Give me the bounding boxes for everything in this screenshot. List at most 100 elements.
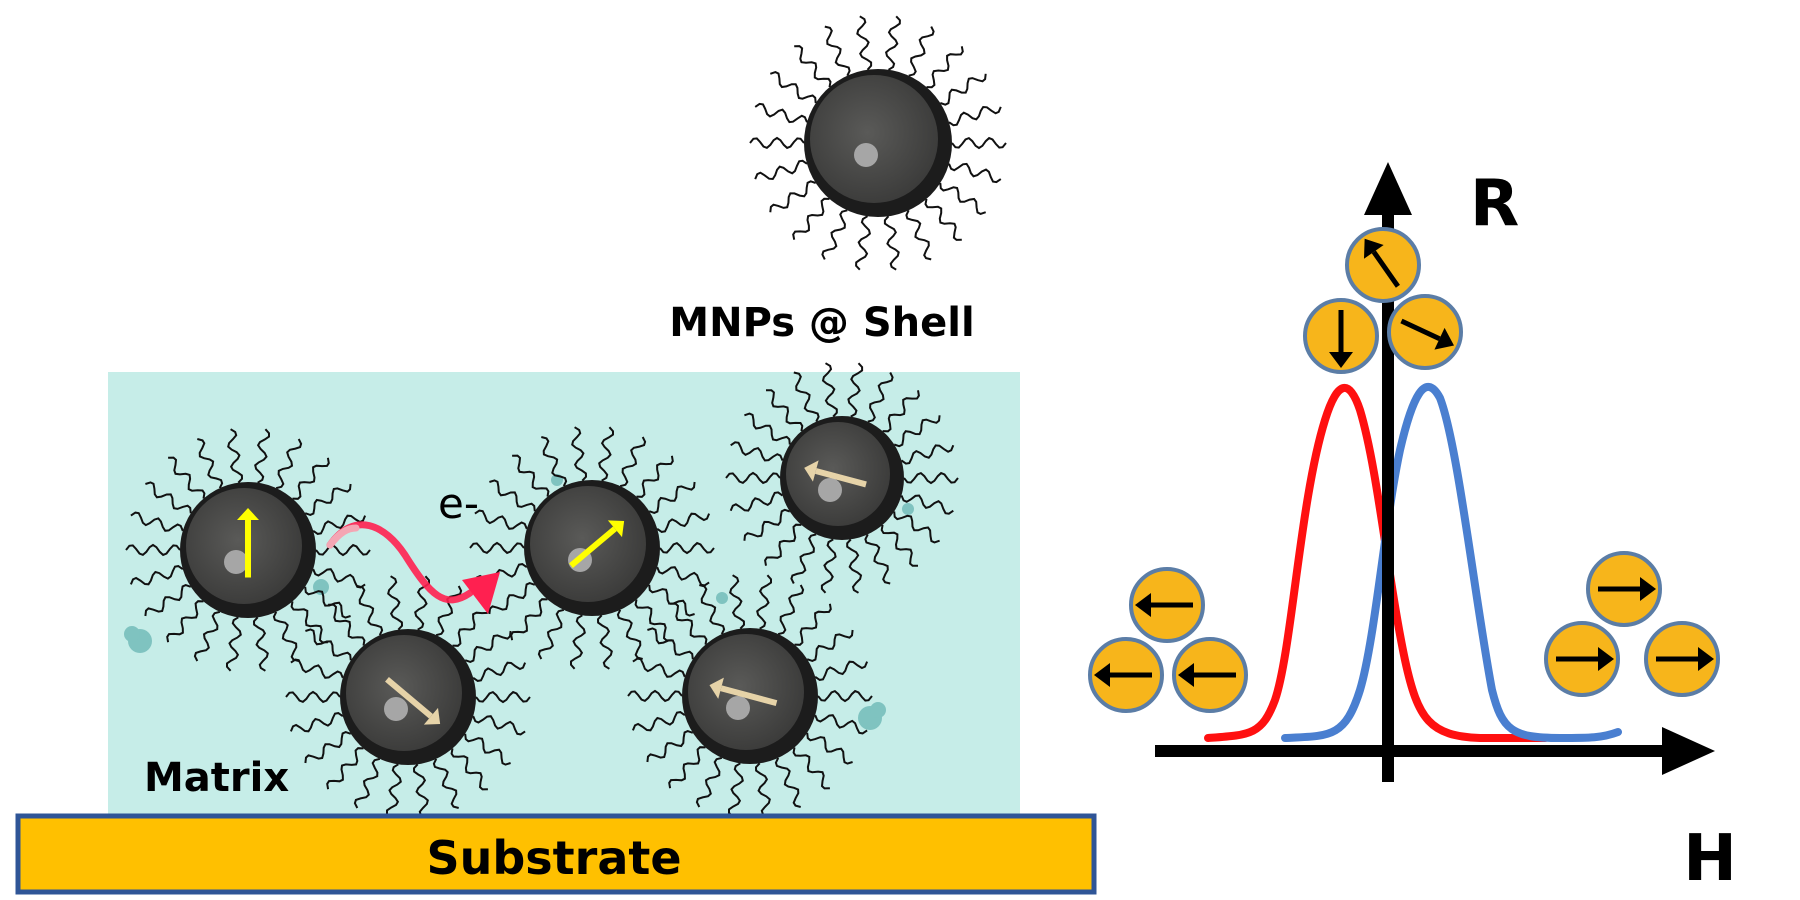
ligand-chain bbox=[450, 748, 488, 791]
ligand-chain bbox=[730, 441, 784, 462]
spin-disc-right-top bbox=[1586, 551, 1662, 627]
ligand-chain bbox=[777, 584, 805, 636]
ligand-chain bbox=[893, 511, 940, 544]
ligand-chain bbox=[729, 574, 746, 630]
ligand-chain bbox=[656, 512, 711, 533]
ligand-chain bbox=[475, 690, 531, 704]
matrix-label: Matrix bbox=[144, 755, 289, 801]
ligand-chain bbox=[754, 762, 771, 818]
ligand-chain bbox=[464, 733, 511, 766]
ligand-chain bbox=[616, 609, 643, 660]
spin-disc-peak-right bbox=[1387, 294, 1463, 370]
ligand-chain bbox=[435, 585, 463, 637]
ligand-chain bbox=[926, 46, 964, 89]
ligand-chain bbox=[145, 481, 192, 514]
ligand-chain bbox=[821, 362, 838, 418]
ligand-chain bbox=[305, 628, 352, 661]
ligand-chain bbox=[432, 758, 459, 809]
ligand-chain bbox=[790, 533, 817, 584]
ligand-chain bbox=[806, 732, 853, 765]
ligand-chain bbox=[939, 73, 987, 106]
ligand-chain bbox=[792, 197, 830, 240]
ligand-chain bbox=[452, 604, 490, 647]
ligand-chain bbox=[510, 598, 548, 641]
ligand-chain bbox=[168, 456, 206, 499]
spin-state-discs bbox=[1088, 227, 1720, 713]
electron-label: e- bbox=[438, 479, 479, 528]
ligand-chain bbox=[272, 611, 299, 662]
ligand-chain bbox=[856, 15, 873, 71]
blue-curve bbox=[1281, 383, 1622, 743]
ligand-chain bbox=[814, 714, 868, 735]
ligand-chain bbox=[387, 575, 404, 631]
ligand-chain bbox=[883, 215, 900, 271]
ligand-chain bbox=[769, 180, 817, 213]
ligand-chain bbox=[867, 372, 894, 423]
red-curve bbox=[1204, 384, 1549, 742]
core-shell-nanoparticle-left bbox=[627, 574, 873, 818]
ligand-chain bbox=[824, 25, 851, 77]
ligand-chain bbox=[794, 45, 832, 88]
ligand-chain bbox=[541, 436, 568, 487]
ligand-chain bbox=[289, 712, 344, 733]
ligand-chain bbox=[900, 444, 955, 465]
ligand-chain bbox=[725, 471, 781, 485]
ligand-chain bbox=[793, 371, 820, 423]
ligand-chain bbox=[893, 415, 941, 448]
ligand-chain bbox=[315, 543, 371, 557]
core-shell-nanoparticle-up bbox=[125, 428, 371, 672]
ligand-chain bbox=[129, 565, 184, 586]
ligand-chain bbox=[512, 454, 550, 497]
ligand-chain bbox=[292, 457, 330, 500]
ligand-chain bbox=[254, 428, 270, 484]
ligand-chain bbox=[285, 690, 341, 704]
spin-disc-right-bottom-right bbox=[1644, 621, 1720, 697]
ligand-chain bbox=[900, 494, 954, 515]
ligand-chain bbox=[489, 479, 536, 512]
ligand-chain bbox=[227, 428, 244, 484]
core-shell-nanoparticle-icon bbox=[749, 15, 1007, 271]
ligand-chain bbox=[357, 585, 384, 636]
ligand-chain bbox=[756, 574, 772, 630]
ligand-chain bbox=[326, 747, 364, 790]
ligand-chain bbox=[636, 455, 674, 498]
spin-arrow-icon bbox=[1400, 318, 1455, 350]
ligand-chain bbox=[744, 412, 791, 445]
ligand-chain bbox=[814, 660, 869, 681]
magnetic-moment-arrow-icon bbox=[385, 677, 441, 725]
ligand-chain bbox=[312, 568, 366, 589]
ligand-chain bbox=[951, 136, 1007, 150]
ligand-chain bbox=[304, 586, 351, 619]
ligand-chain bbox=[488, 582, 536, 615]
ligand-chain bbox=[197, 438, 224, 489]
spin-arrow-icon bbox=[1094, 663, 1152, 687]
ligand-chain bbox=[412, 763, 429, 819]
ligand-chain bbox=[290, 601, 328, 644]
spin-arrow-icon bbox=[1656, 647, 1714, 671]
magnetic-moment-arrow-icon bbox=[804, 460, 867, 488]
substrate-label: Substrate bbox=[426, 831, 681, 885]
h-axis-label: H bbox=[1683, 822, 1737, 896]
ligand-chain bbox=[647, 627, 694, 660]
ligand-chain bbox=[884, 15, 901, 71]
ligand-chain bbox=[764, 523, 802, 566]
ligand-chain bbox=[226, 616, 242, 672]
spin-disc-peak-top bbox=[1345, 227, 1421, 303]
ligand-chain bbox=[668, 746, 706, 789]
ligand-chain bbox=[695, 756, 723, 808]
magnetic-moment-arrow-icon bbox=[569, 520, 625, 568]
ligand-chain bbox=[631, 711, 686, 732]
ligand-chain bbox=[472, 715, 526, 736]
ligand-chain bbox=[632, 657, 686, 678]
ligand-chain bbox=[598, 426, 614, 482]
ligand-chain bbox=[882, 390, 920, 433]
ligand-chain bbox=[166, 600, 204, 643]
ligand-chain bbox=[769, 71, 817, 104]
ligand-chain bbox=[743, 508, 791, 541]
ligand-chain bbox=[754, 102, 808, 124]
ligand-chain bbox=[855, 215, 872, 271]
ligand-chain bbox=[765, 389, 804, 432]
spin-arrow-icon bbox=[1598, 577, 1656, 601]
ligand-chain bbox=[794, 603, 832, 646]
matrix-particles bbox=[125, 362, 959, 819]
